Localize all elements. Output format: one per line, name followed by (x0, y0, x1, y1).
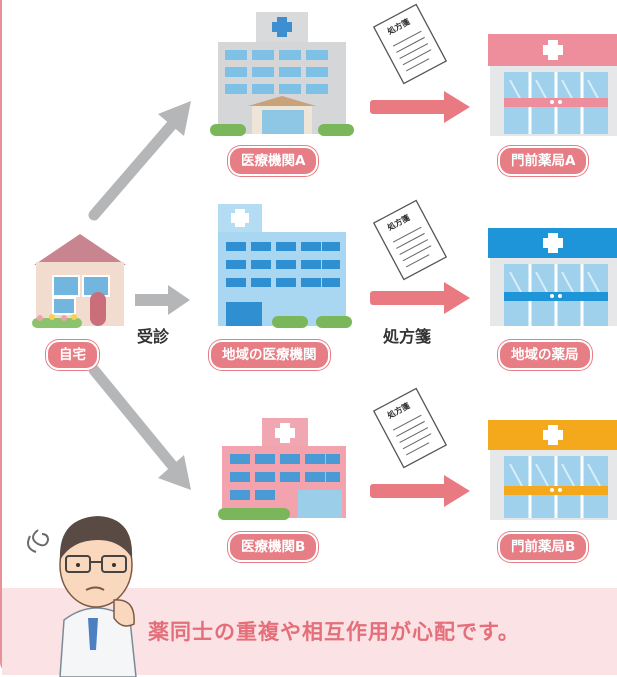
hospital-a-label: 医療機関A (228, 146, 319, 176)
arrow-home-to-hospital-b (88, 364, 191, 490)
local-pharmacy-label: 地域の薬局 (498, 340, 592, 370)
arrow-local-hospital-to-local-pharmacy (370, 282, 470, 314)
worried-doctor-illustration (27, 516, 137, 677)
pharmacy-a-label: 門前薬局A (498, 146, 589, 176)
prescription-paper-icon (373, 3, 447, 85)
pharmacy-b-store-icon (488, 420, 617, 520)
prescription-paper-icon (373, 199, 447, 281)
hospital-a-building-icon (210, 12, 354, 136)
prescription-paper-icon (373, 387, 447, 469)
prescription-edge-label: 処方箋 (383, 327, 432, 346)
local-hospital-building-icon (218, 204, 352, 328)
hospital-b-label: 医療機関B (228, 532, 319, 562)
concern-banner-text: 薬同士の重複や相互作用が心配です。 (148, 620, 520, 644)
arrow-home-to-local-hospital (135, 285, 190, 315)
pharmacy-b-label: 門前薬局B (498, 532, 589, 562)
arrow-hospital-b-to-pharmacy-b (370, 475, 470, 507)
arrow-hospital-a-to-pharmacy-a (370, 91, 470, 123)
arrow-home-to-hospital-a (88, 101, 191, 221)
consult-edge-label: 受診 (137, 327, 170, 346)
hospital-b-building-icon (218, 418, 346, 520)
pharmacy-a-store-icon (488, 34, 617, 136)
local-hospital-label: 地域の医療機関 (209, 340, 330, 370)
home-label: 自宅 (46, 340, 99, 370)
local-pharmacy-store-icon (488, 228, 617, 328)
home-house-icon (32, 234, 126, 328)
